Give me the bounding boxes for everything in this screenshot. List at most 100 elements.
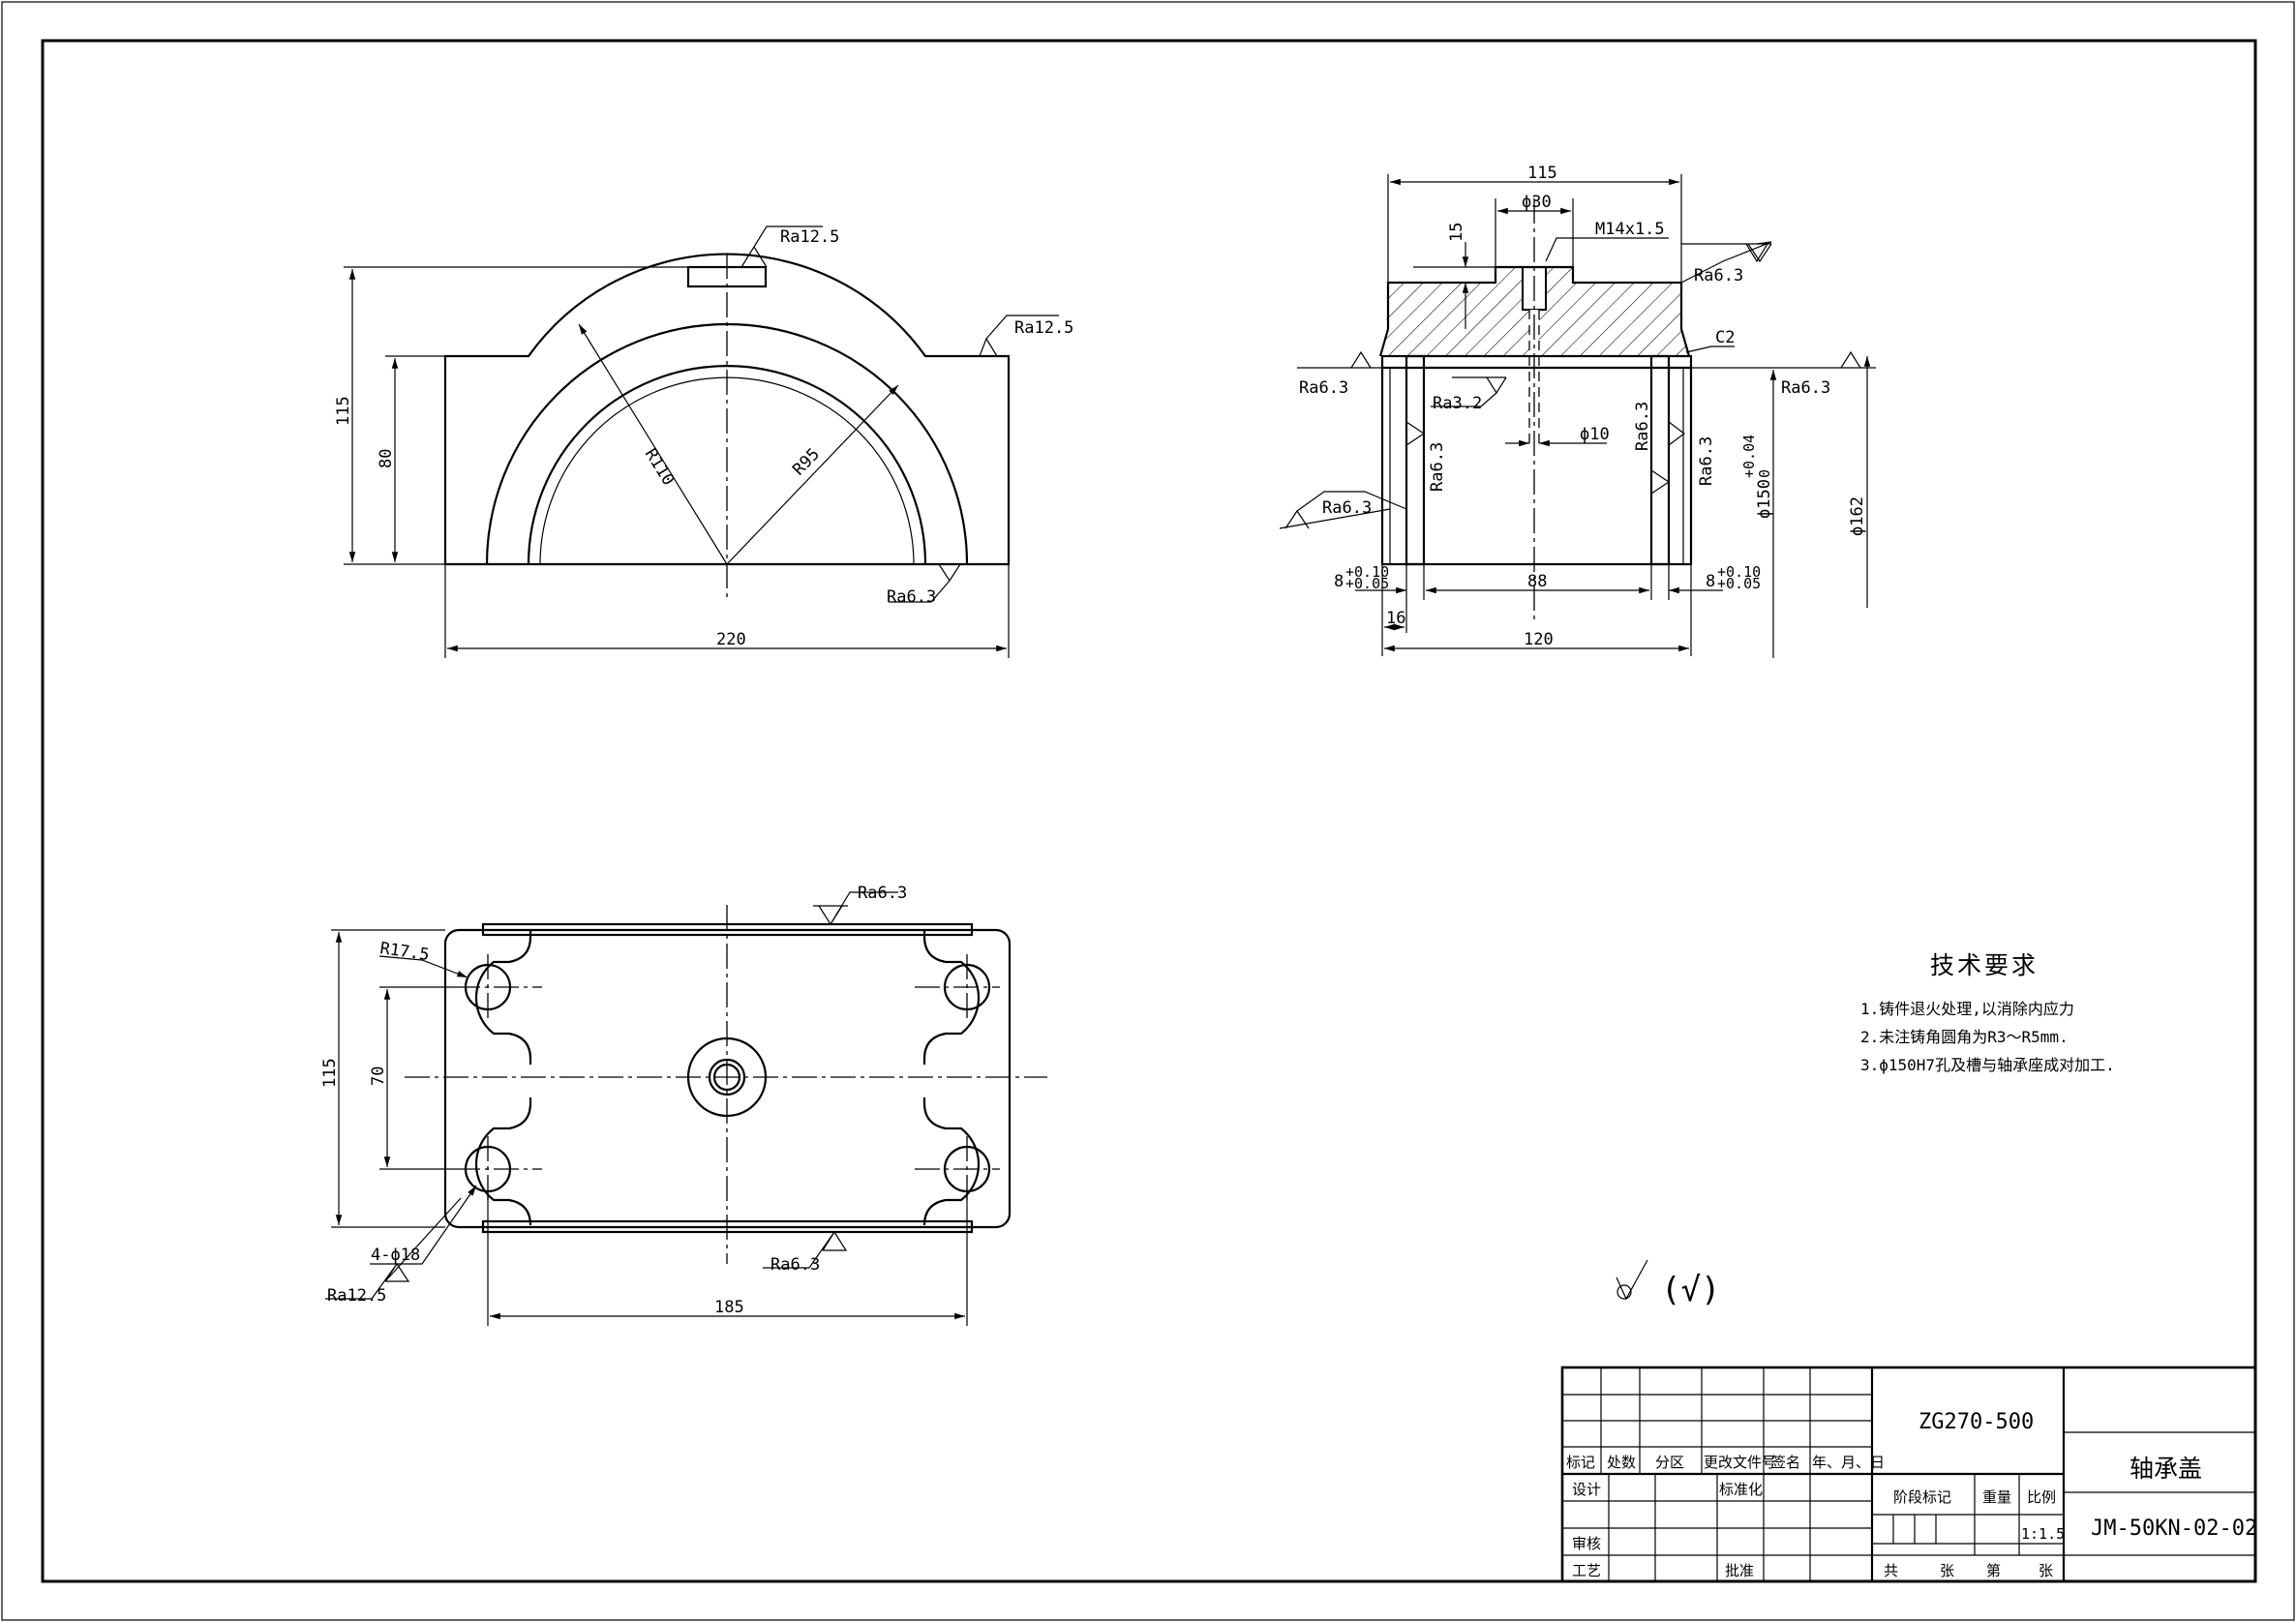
front-dim-r95: R95 — [789, 444, 824, 479]
roughness-paren: (√) — [1661, 1271, 1720, 1309]
section-tol-8-l-dn: +0.05 — [1345, 575, 1389, 592]
section-tol-8-l-up: +0.10 — [1345, 563, 1389, 581]
section-dim-16: 16 — [1386, 609, 1405, 628]
top-dim-r175: R17.5 — [378, 939, 430, 965]
tech-req-item-3: 3.ϕ150H7孔及槽与轴承座成对加工. — [1860, 1056, 2115, 1074]
tech-requirements: 技术要求 1.铸件退火处理,以消除内应力 2.未注铸角圆角为R3～R5mm. 3… — [1860, 951, 2115, 1074]
tb-scale-value: 1:1.5 — [2021, 1525, 2065, 1543]
tb-lbl-process: 工艺 — [1572, 1562, 1601, 1579]
section-ra-top: Ra6.3 — [1694, 266, 1743, 285]
tb-hdr-sign: 签名 — [1771, 1454, 1800, 1471]
top-ra-left: Ra12.5 — [327, 1286, 386, 1306]
top-ra-top-symbol — [818, 891, 898, 926]
tb-lbl-sheet-no: 第 — [1986, 1562, 2001, 1579]
front-dim-220: 220 — [716, 630, 746, 649]
tb-lbl-total: 共 — [1884, 1562, 1898, 1579]
section-ra-inner-r-tri — [1668, 421, 1685, 446]
front-ra-top-symbol — [740, 225, 823, 268]
tech-req-title: 技术要求 — [1930, 951, 2039, 979]
section-dim-phi30: ϕ30 — [1522, 193, 1552, 212]
top-ra-bottom: Ra6.3 — [770, 1255, 820, 1275]
tb-hdr-date: 年、月、日 — [1812, 1454, 1885, 1471]
top-ra-bottom-symbol — [763, 1230, 848, 1269]
section-dim-120: 120 — [1524, 630, 1554, 649]
tb-lbl-sheets: 张 — [1940, 1562, 1954, 1579]
tb-lbl-weight: 重量 — [1982, 1488, 2011, 1506]
front-outline — [443, 253, 1011, 566]
section-dim-88: 88 — [1527, 572, 1547, 591]
section-ra-groove-l-tri — [1405, 421, 1426, 446]
section-ra-groove-l: Ra6.3 — [1428, 442, 1447, 492]
section-ra32-symbol — [1431, 376, 1507, 407]
section-dim-phi10: ϕ10 — [1580, 425, 1610, 444]
top-dim-70: 70 — [369, 1066, 388, 1086]
section-tol-8-r-dn: +0.05 — [1717, 575, 1761, 592]
section-view: 115 ϕ30 15 M14x1.5 Ra6.3 C2 Ra6.3 Ra3.2 — [1279, 164, 1876, 658]
tb-hdr-mark: 标记 — [1566, 1454, 1595, 1471]
section-c2-leader — [1685, 345, 1735, 353]
tech-req-item-2: 2.未注铸角圆角为R3～R5mm. — [1860, 1028, 2069, 1046]
section-tol-phi150-up: +0.04 — [1740, 435, 1758, 478]
tb-lbl-approve: 批准 — [1725, 1562, 1754, 1579]
section-dim-m14: M14x1.5 — [1595, 220, 1665, 239]
top-dim-holes: 4-ϕ18 — [371, 1246, 420, 1265]
top-ear-bl — [474, 1097, 532, 1226]
tech-req-item-1: 1.铸件退火处理,以消除内应力 — [1860, 1000, 2074, 1018]
section-ra-left-tri — [1350, 350, 1372, 369]
roughness-note: (√) — [1616, 1259, 1720, 1309]
title-block: ZG270-500 轴承盖 JM-50KN-02-02 标记 处数 分区 更改文… — [1560, 1366, 2257, 1583]
frame-border — [41, 39, 2257, 1583]
top-ra-left-symbol — [325, 1262, 410, 1300]
front-ra-bottom: Ra6.3 — [887, 587, 936, 607]
tb-lbl-check: 审核 — [1572, 1535, 1601, 1552]
top-r175-leader — [378, 955, 468, 978]
section-body — [1380, 354, 1693, 566]
top-dim-185: 185 — [714, 1298, 744, 1317]
section-ra-right-tri — [1840, 350, 1861, 369]
front-dim-80: 80 — [377, 449, 396, 468]
front-dim-r110: R110 — [641, 445, 679, 489]
tb-hdr-zone: 分区 — [1655, 1454, 1684, 1471]
section-dim-15: 15 — [1447, 223, 1466, 242]
tb-drawing-no: JM-50KN-02-02 — [2091, 1517, 2257, 1541]
front-ra-top: Ra12.5 — [780, 227, 839, 247]
front-ra-right: Ra12.5 — [1014, 318, 1073, 338]
section-ra-right: Ra6.3 — [1781, 378, 1830, 398]
front-r110-leader — [578, 323, 728, 565]
front-ra-bottom-symbol — [889, 563, 961, 603]
section-ra-groove-r: Ra6.3 — [1697, 436, 1716, 486]
section-ra-inner-l: Ra6.3 — [1322, 498, 1372, 518]
front-dim-115: 115 — [334, 396, 353, 426]
tb-material: ZG270-500 — [1918, 1410, 2034, 1434]
section-ra-top-tri — [1747, 243, 1772, 263]
section-tol-phi150-dn: 0 — [1756, 469, 1773, 478]
section-groove-right — [1649, 354, 1671, 566]
section-groove-left — [1405, 354, 1426, 566]
section-ra-groove-r-tri — [1650, 469, 1671, 495]
tb-lbl-std: 标准化 — [1719, 1481, 1763, 1498]
tb-hdr-count: 处数 — [1607, 1454, 1636, 1471]
tb-lbl-stage: 阶段标记 — [1893, 1488, 1951, 1506]
front-arc-bore — [527, 364, 927, 565]
top-dim-115: 115 — [320, 1058, 340, 1088]
front-r95-leader — [726, 384, 899, 565]
top-ear-br — [922, 1097, 981, 1226]
section-dim-8-l: 8 — [1334, 572, 1344, 591]
tb-part-name: 轴承盖 — [2130, 1455, 2202, 1483]
section-dim-115: 115 — [1527, 164, 1557, 183]
top-view: R17.5 115 70 4-ϕ18 Ra12.5 Ra6.3 Ra6.3 18… — [320, 884, 1047, 1326]
tb-lbl-sheets2: 张 — [2039, 1562, 2053, 1579]
section-ra-inner-r: Ra6.3 — [1633, 402, 1652, 451]
section-ra-inner-l-leader — [1279, 508, 1391, 529]
section-dim-phi150: ϕ150 — [1755, 479, 1774, 519]
top-holes-leader — [370, 1185, 477, 1265]
top-ear-tl — [474, 931, 532, 1065]
top-ra-top: Ra6.3 — [858, 884, 907, 903]
top-ear-tr — [922, 931, 981, 1065]
section-dim-8-r: 8 — [1706, 572, 1715, 591]
tb-lbl-design: 设计 — [1572, 1481, 1601, 1498]
section-m14-leader — [1545, 237, 1669, 262]
top-ra-left-leader — [384, 1197, 462, 1282]
section-ra-32: Ra3.2 — [1433, 394, 1482, 413]
